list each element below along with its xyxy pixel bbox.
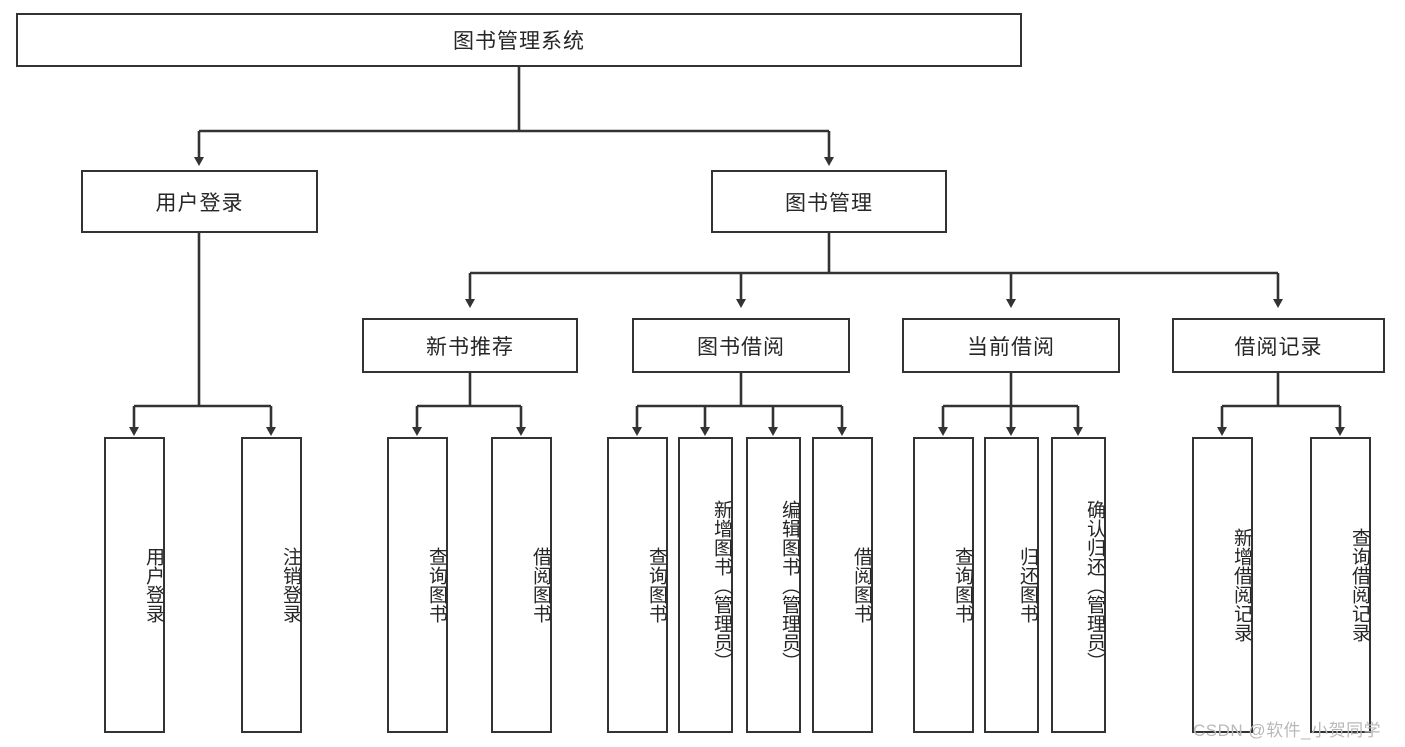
node-root[interactable]: 图书管理系统 bbox=[16, 13, 1022, 67]
node-current-borrow[interactable]: 当前借阅 bbox=[902, 318, 1120, 373]
node-leaf-query-record[interactable]: 查询借阅记录 bbox=[1310, 437, 1371, 733]
node-leaf-borrow-book-1[interactable]: 借阅图书 bbox=[491, 437, 552, 733]
node-current-borrow-label: 当前借阅 bbox=[967, 335, 1055, 359]
node-book-manage[interactable]: 图书管理 bbox=[711, 170, 947, 233]
node-leaf-user-login-label: 用户登录 bbox=[143, 547, 164, 623]
node-leaf-add-record[interactable]: 新增借阅记录 bbox=[1192, 437, 1253, 733]
node-leaf-query-book-3[interactable]: 查询图书 bbox=[913, 437, 974, 733]
node-leaf-return-book-label: 归还图书 bbox=[1017, 547, 1038, 623]
node-leaf-add-book-label: 新增图书（管理员） bbox=[711, 499, 732, 671]
node-borrow-record-label: 借阅记录 bbox=[1234, 335, 1323, 359]
node-leaf-query-book-2[interactable]: 查询图书 bbox=[607, 437, 668, 733]
node-leaf-query-book-2-label: 查询图书 bbox=[646, 547, 667, 623]
node-leaf-edit-book[interactable]: 编辑图书（管理员） bbox=[746, 437, 801, 733]
node-leaf-confirm-return-label: 确认归还（管理员） bbox=[1084, 499, 1105, 671]
node-root-label: 图书管理系统 bbox=[453, 30, 585, 53]
node-leaf-borrow-book-2[interactable]: 借阅图书 bbox=[812, 437, 873, 733]
node-book-manage-label: 图书管理 bbox=[785, 191, 873, 215]
node-leaf-user-login[interactable]: 用户登录 bbox=[104, 437, 165, 733]
node-borrow-record[interactable]: 借阅记录 bbox=[1172, 318, 1385, 373]
node-leaf-confirm-return[interactable]: 确认归还（管理员） bbox=[1051, 437, 1106, 733]
node-leaf-query-record-label: 查询借阅记录 bbox=[1349, 528, 1370, 642]
node-leaf-query-book-1[interactable]: 查询图书 bbox=[387, 437, 448, 733]
node-leaf-edit-book-label: 编辑图书（管理员） bbox=[779, 499, 800, 671]
node-leaf-return-book[interactable]: 归还图书 bbox=[984, 437, 1039, 733]
node-leaf-logout[interactable]: 注销登录 bbox=[241, 437, 302, 733]
node-leaf-add-record-label: 新增借阅记录 bbox=[1231, 528, 1252, 642]
node-book-borrow-label: 图书借阅 bbox=[697, 335, 785, 359]
node-leaf-query-book-3-label: 查询图书 bbox=[952, 547, 973, 623]
node-user-login[interactable]: 用户登录 bbox=[81, 170, 318, 233]
node-book-borrow[interactable]: 图书借阅 bbox=[632, 318, 850, 373]
node-leaf-query-book-1-label: 查询图书 bbox=[426, 547, 447, 623]
node-new-book-rec[interactable]: 新书推荐 bbox=[362, 318, 578, 373]
node-leaf-borrow-book-1-label: 借阅图书 bbox=[530, 547, 551, 623]
node-leaf-logout-label: 注销登录 bbox=[280, 547, 301, 623]
node-leaf-borrow-book-2-label: 借阅图书 bbox=[851, 547, 872, 623]
node-new-book-rec-label: 新书推荐 bbox=[426, 335, 514, 359]
node-user-login-label: 用户登录 bbox=[155, 191, 244, 215]
node-leaf-add-book[interactable]: 新增图书（管理员） bbox=[678, 437, 733, 733]
watermark: CSDN @软件_小贺同学 bbox=[1193, 721, 1382, 740]
